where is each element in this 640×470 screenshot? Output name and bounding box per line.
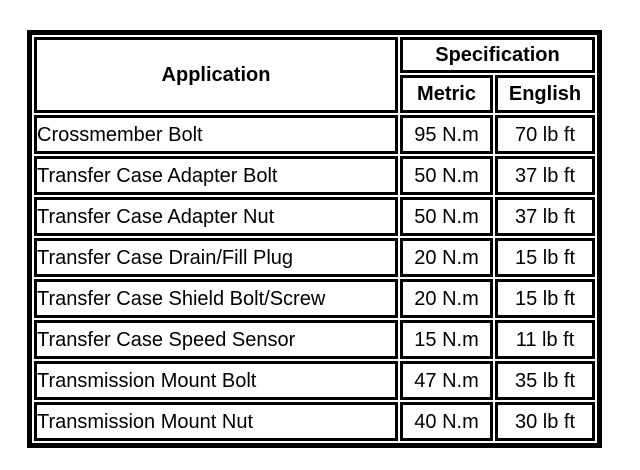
cell-application: Transfer Case Shield Bolt/Screw	[34, 279, 398, 318]
cell-metric: 40 N.m	[400, 402, 493, 441]
table-row: Transmission Mount Bolt 47 N.m 35 lb ft	[34, 361, 595, 400]
torque-spec-table: Application Specification Metric English…	[27, 30, 602, 448]
cell-application: Transmission Mount Bolt	[34, 361, 398, 400]
cell-application: Transmission Mount Nut	[34, 402, 398, 441]
cell-metric: 20 N.m	[400, 238, 493, 277]
header-english: English	[495, 75, 595, 113]
cell-english: 11 lb ft	[495, 320, 595, 359]
header-metric: Metric	[400, 75, 493, 113]
cell-metric: 20 N.m	[400, 279, 493, 318]
cell-metric: 47 N.m	[400, 361, 493, 400]
cell-english: 70 lb ft	[495, 115, 595, 154]
table-row: Transfer Case Adapter Nut 50 N.m 37 lb f…	[34, 197, 595, 236]
cell-application: Transfer Case Speed Sensor	[34, 320, 398, 359]
table-row: Transfer Case Speed Sensor 15 N.m 11 lb …	[34, 320, 595, 359]
header-specification: Specification	[400, 37, 595, 73]
cell-english: 30 lb ft	[495, 402, 595, 441]
cell-application: Crossmember Bolt	[34, 115, 398, 154]
cell-english: 15 lb ft	[495, 238, 595, 277]
cell-metric: 50 N.m	[400, 197, 493, 236]
cell-metric: 50 N.m	[400, 156, 493, 195]
cell-english: 37 lb ft	[495, 156, 595, 195]
table-row: Transfer Case Drain/Fill Plug 20 N.m 15 …	[34, 238, 595, 277]
cell-application: Transfer Case Adapter Bolt	[34, 156, 398, 195]
table-row: Transmission Mount Nut 40 N.m 30 lb ft	[34, 402, 595, 441]
table-header: Application Specification Metric English	[34, 37, 595, 113]
table-row: Transfer Case Shield Bolt/Screw 20 N.m 1…	[34, 279, 595, 318]
cell-metric: 15 N.m	[400, 320, 493, 359]
table-body: Crossmember Bolt 95 N.m 70 lb ft Transfe…	[34, 115, 595, 441]
cell-application: Transfer Case Drain/Fill Plug	[34, 238, 398, 277]
cell-english: 35 lb ft	[495, 361, 595, 400]
table-row: Transfer Case Adapter Bolt 50 N.m 37 lb …	[34, 156, 595, 195]
cell-english: 37 lb ft	[495, 197, 595, 236]
cell-english: 15 lb ft	[495, 279, 595, 318]
cell-metric: 95 N.m	[400, 115, 493, 154]
cell-application: Transfer Case Adapter Nut	[34, 197, 398, 236]
header-application: Application	[34, 37, 398, 113]
table-row: Crossmember Bolt 95 N.m 70 lb ft	[34, 115, 595, 154]
